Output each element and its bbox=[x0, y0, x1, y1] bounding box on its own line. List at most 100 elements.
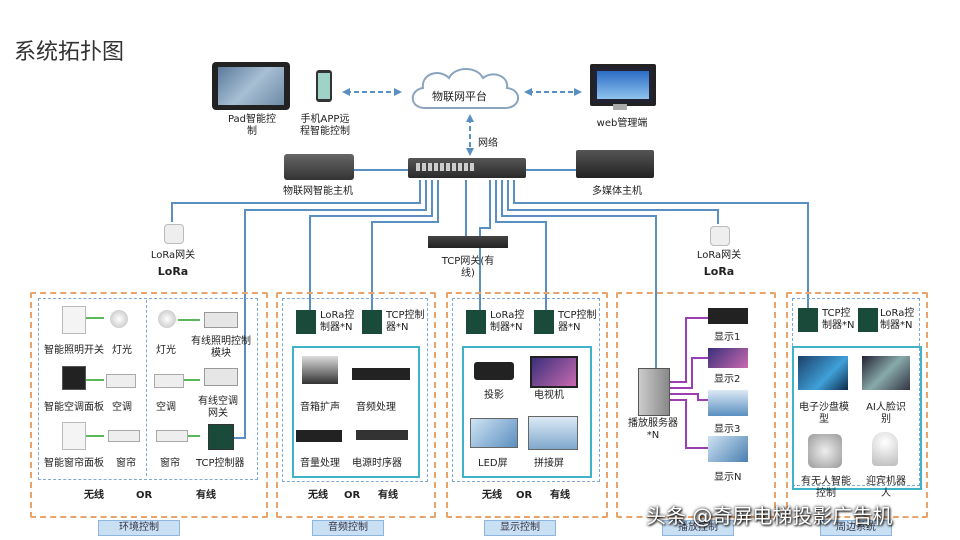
iot-host-device bbox=[284, 154, 354, 180]
audio-item-1: 音频处理 bbox=[356, 402, 396, 413]
media-host-label: 多媒体主机 bbox=[592, 186, 642, 197]
lora-logo-right: LoRa bbox=[703, 265, 735, 278]
display-or-label: OR bbox=[516, 490, 533, 501]
audio-item-2: 音量处理 bbox=[300, 458, 340, 469]
tcp-controller-periph-icon bbox=[798, 308, 818, 332]
screen-2-icon bbox=[708, 348, 748, 368]
cloud-icon bbox=[411, 68, 519, 109]
display-tcp-ctrl: TCP控制器*N bbox=[558, 310, 597, 333]
curtain-icon bbox=[108, 430, 140, 442]
screen-n: 显示N bbox=[714, 472, 742, 483]
env-item-10: 窗帘 bbox=[160, 458, 180, 469]
env-control-tag: 环境控制 bbox=[98, 520, 180, 536]
network-label: 网络 bbox=[478, 138, 498, 149]
audio-wired-label: 有线 bbox=[378, 490, 398, 501]
ac-icon-wired bbox=[154, 374, 184, 388]
watermark: 头条 @奇屏电梯投影广告机 bbox=[646, 504, 893, 528]
display-item-0: 投影 bbox=[484, 390, 504, 401]
tcp-gateway-label: TCP网关(有线) bbox=[441, 256, 495, 279]
ac-icon bbox=[106, 374, 136, 388]
display-control-tag: 显示控制 bbox=[484, 520, 556, 536]
app-label: 手机APP远程智能控制 bbox=[300, 114, 350, 137]
tv-icon bbox=[530, 356, 578, 388]
screen-2: 显示2 bbox=[714, 374, 741, 385]
periph-tcp-ctrl: TCP控制器*N bbox=[822, 308, 855, 331]
env-item-0: 智能照明开关 bbox=[44, 345, 104, 356]
page-title: 系统拓扑图 bbox=[14, 40, 125, 65]
audio-device-box bbox=[292, 346, 420, 478]
switch-device bbox=[408, 158, 526, 178]
peripheral-system-tag: 周边系统 bbox=[820, 520, 892, 536]
playback-control-tag: 播放控制 bbox=[662, 520, 734, 536]
ac-gateway-icon bbox=[204, 368, 238, 386]
screen-n-icon bbox=[708, 436, 748, 462]
audio-or-label: OR bbox=[344, 490, 361, 501]
tcp-controller-audio-icon bbox=[362, 310, 382, 334]
periph-device-box bbox=[792, 346, 922, 490]
audio-inner-box bbox=[282, 298, 428, 482]
robot-icon bbox=[872, 432, 898, 466]
monitor-device bbox=[590, 64, 656, 106]
display-wireless-label: 无线 bbox=[482, 490, 502, 501]
audio-item-0: 音箱扩声 bbox=[300, 402, 340, 413]
display-control-group bbox=[446, 292, 608, 518]
lora-controller-audio-icon bbox=[296, 310, 316, 334]
server-icon bbox=[638, 368, 670, 416]
face-recognition-icon bbox=[862, 356, 910, 390]
periph-item-0: 电子沙盘模型 bbox=[799, 402, 849, 425]
screen-1: 显示1 bbox=[714, 332, 741, 343]
env-wired-label: 有线 bbox=[196, 490, 216, 501]
env-divider bbox=[146, 300, 147, 476]
lora-gateway-right-device bbox=[710, 226, 730, 246]
screen-3-icon bbox=[708, 390, 748, 416]
lora-gateway-left-device bbox=[164, 224, 184, 244]
phone-device bbox=[316, 70, 332, 102]
peripheral-system-group bbox=[786, 292, 928, 518]
env-item-3: 有线照明控制模块 bbox=[191, 336, 251, 359]
display-item-2: LED屏 bbox=[478, 458, 508, 469]
audio-lora-ctrl: LoRa控制器*N bbox=[320, 310, 355, 333]
video-wall-icon bbox=[528, 416, 578, 450]
tcp-controller-display-icon bbox=[534, 310, 554, 334]
curtain-panel-icon bbox=[62, 422, 86, 450]
lora-controller-display-icon bbox=[466, 310, 486, 334]
light-icon bbox=[110, 310, 128, 328]
audio-tcp-ctrl: TCP控制器*N bbox=[386, 310, 425, 333]
audio-wireless-label: 无线 bbox=[308, 490, 328, 501]
light-switch-icon bbox=[62, 306, 86, 334]
lighting-module-icon bbox=[204, 312, 238, 328]
display-lora-ctrl: LoRa控制器*N bbox=[490, 310, 525, 333]
light-icon-wired bbox=[158, 310, 176, 328]
env-item-8: 智能窗帘面板 bbox=[44, 458, 104, 469]
display-device-box bbox=[462, 346, 592, 478]
lora-logo-left: LoRa bbox=[157, 265, 189, 278]
display-inner-box bbox=[452, 298, 600, 482]
env-item-5: 空调 bbox=[112, 402, 132, 413]
env-item-11: TCP控制器 bbox=[196, 458, 245, 469]
media-host-device bbox=[576, 150, 654, 178]
display-wired-label: 有线 bbox=[550, 490, 570, 501]
audio-control-tag: 音频控制 bbox=[312, 520, 384, 536]
env-item-7: 有线空调网关 bbox=[198, 396, 238, 419]
audio-processor-icon bbox=[352, 368, 410, 380]
projector-icon bbox=[474, 362, 514, 380]
tcp-gateway-device bbox=[428, 236, 508, 248]
env-item-2: 灯光 bbox=[156, 345, 176, 356]
speaker-icon bbox=[302, 356, 338, 384]
sand-table-icon bbox=[798, 356, 848, 390]
periph-item-1: AI人脸识别 bbox=[866, 402, 906, 425]
env-wireless-label: 无线 bbox=[84, 490, 104, 501]
playback-control-group bbox=[616, 292, 776, 518]
volume-processor-icon bbox=[296, 430, 342, 442]
power-sequencer-icon bbox=[356, 430, 408, 440]
env-or-label: OR bbox=[136, 490, 153, 501]
cloud-label: 物联网平台 bbox=[432, 90, 487, 103]
web-label: web管理端 bbox=[596, 118, 648, 129]
iot-host-label: 物联网智能主机 bbox=[283, 186, 353, 197]
ac-panel-icon bbox=[62, 366, 86, 390]
env-control-group bbox=[30, 292, 268, 518]
env-inner-box bbox=[38, 298, 258, 480]
lora-controller-periph-icon bbox=[858, 308, 878, 332]
led-screen-icon bbox=[470, 418, 518, 448]
env-item-1: 灯光 bbox=[112, 345, 132, 356]
